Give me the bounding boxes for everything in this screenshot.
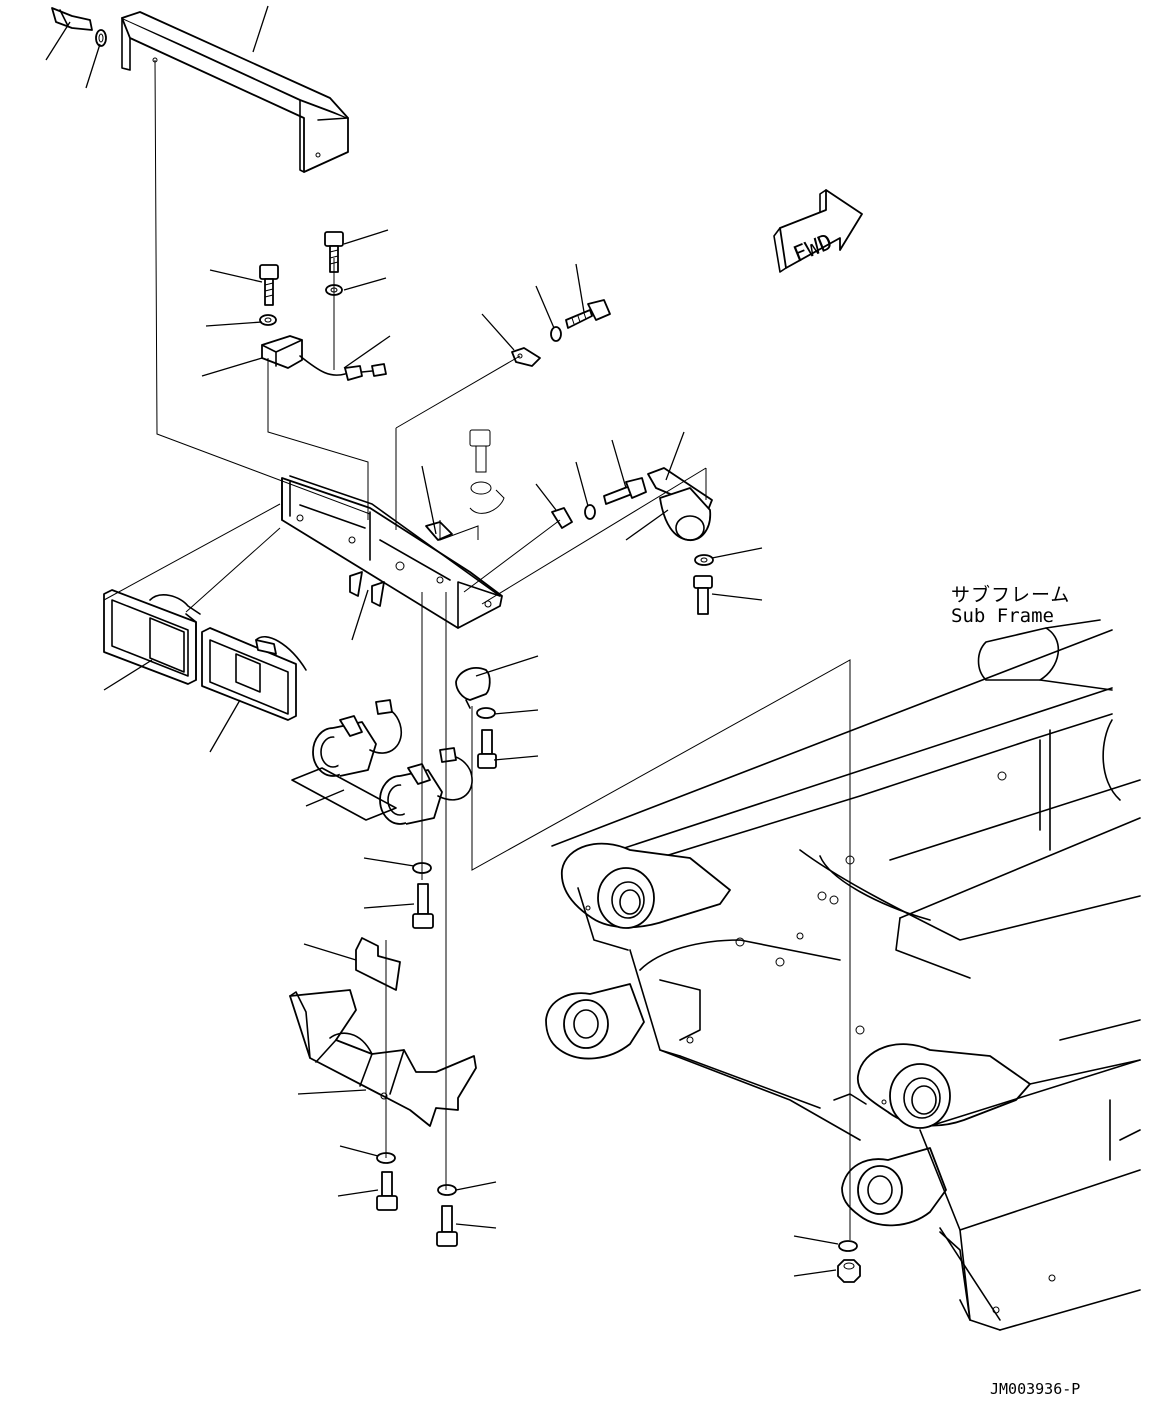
washer-right-upper (550, 326, 562, 342)
beacon-lamp (455, 667, 491, 709)
washer-top-left (95, 29, 107, 47)
bolt-center-right (603, 477, 647, 505)
lower-guard (289, 989, 477, 1127)
callout-leaders (45, 5, 839, 1277)
buzzer-bracket (647, 467, 713, 542)
relay-unit (261, 335, 387, 381)
rear-lamp-left (103, 589, 201, 685)
light-mounting-bracket (281, 475, 503, 629)
clip-right-upper (511, 347, 541, 367)
clip-center (551, 507, 573, 529)
washer-lower-right (437, 1184, 457, 1196)
sub-frame-label-english: Sub Frame (951, 605, 1054, 627)
bolt-lower-right (436, 1205, 458, 1247)
washer-beacon (476, 707, 496, 719)
fwd-arrow-marker: FWD (773, 189, 863, 273)
assembly-lines (103, 59, 851, 1240)
sub-frame-label-japanese: サブフレーム (951, 584, 1071, 606)
bolt-beacon (477, 729, 497, 769)
sub-frame (545, 619, 1141, 1331)
bolt-lower-center (412, 883, 434, 929)
rear-lamp-right (201, 627, 307, 721)
work-lamp-left (312, 699, 403, 777)
bolt-left-upper (259, 264, 279, 306)
bolt-right-upper (565, 299, 611, 329)
washer-left-upper (259, 314, 277, 326)
top-cover-bracket (121, 11, 349, 173)
bolt-center-faint (469, 429, 505, 514)
bolt-lower-left (376, 1171, 398, 1211)
small-bracket-lower (355, 937, 401, 991)
bolt-top-left (51, 7, 93, 31)
bolt-right-mid (693, 575, 713, 615)
washer-center (584, 504, 596, 520)
nut-sub-frame (837, 1259, 861, 1283)
work-lamp-right (379, 747, 473, 825)
drawing-id: JM003936-P (990, 1380, 1081, 1398)
washer-right-mid (694, 554, 714, 566)
washer-sub-frame (838, 1240, 858, 1252)
lamp-pad-sheet (291, 767, 397, 821)
